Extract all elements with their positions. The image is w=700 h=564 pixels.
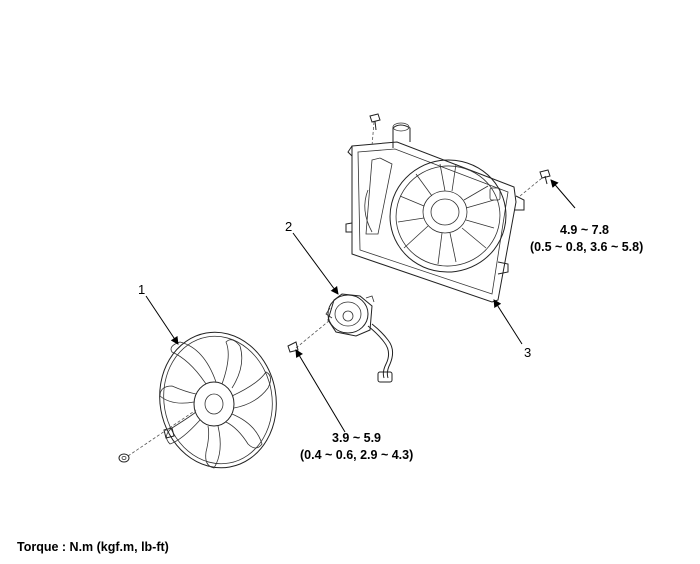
torque-motor-screw-alt: (0.4 ~ 0.6, 2.9 ~ 4.3)	[300, 448, 414, 462]
fan-shroud	[345, 122, 525, 303]
torque-motor-screw-nm: 3.9 ~ 5.9	[332, 431, 381, 445]
leader-motor-screw-torque	[295, 349, 346, 433]
fan-retaining-nut	[118, 409, 197, 463]
shroud-side-bolt	[519, 169, 551, 197]
leader-shroud-bolt-torque	[550, 179, 576, 209]
leader-fan	[145, 295, 179, 345]
callout-fan: 1	[138, 282, 146, 297]
callout-shroud: 3	[524, 345, 532, 360]
callout-motor: 2	[285, 219, 293, 234]
torque-spec-motor-screw: 3.9 ~ 5.9 (0.4 ~ 0.6, 2.9 ~ 4.3)	[300, 430, 413, 464]
torque-units-legend: Torque : N.m (kgf.m, lb-ft)	[17, 540, 169, 554]
leader-motor	[292, 232, 339, 295]
cooling-fan	[159, 331, 277, 469]
fan-motor	[325, 293, 394, 383]
shroud-upper-bolt	[369, 113, 381, 147]
torque-shroud-bolt-alt: (0.5 ~ 0.8, 3.6 ~ 5.8)	[530, 240, 644, 254]
torque-spec-shroud-bolt: 4.9 ~ 7.8 (0.5 ~ 0.8, 3.6 ~ 5.8)	[530, 222, 643, 256]
motor-mount-screw	[287, 319, 331, 353]
torque-shroud-bolt-nm: 4.9 ~ 7.8	[560, 223, 609, 237]
leader-shroud	[493, 299, 523, 345]
